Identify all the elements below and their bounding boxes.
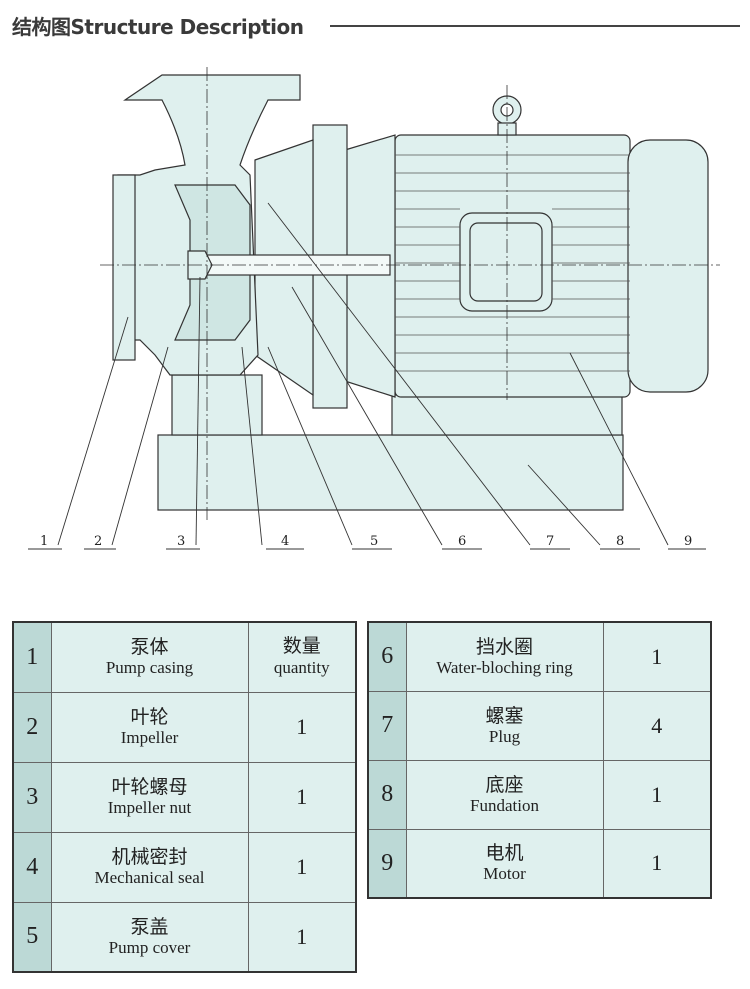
quantity-header-cn: 数量 [282,636,321,658]
callout-4: 4 [281,534,289,549]
part-name-en: Impeller [120,728,179,747]
part-name-en: Pump casing [105,658,194,678]
callout-9: 9 [684,534,692,549]
part-name-en: Mechanical seal [94,868,205,887]
part-quantity: 1 [247,691,357,763]
callout-2: 2 [94,534,102,549]
part-name-cn: 泵体 [130,636,169,659]
part-quantity: 1 [247,831,357,903]
part-name-cn: 底座 [485,773,524,796]
part-quantity: 1 [247,901,357,973]
motor-fan-cover [627,139,709,393]
part-number: 7 [367,690,407,761]
part-name-en: Water-bloching ring [436,657,573,677]
part-quantity: 1 [602,759,712,830]
part-quantity: 1 [247,761,357,833]
part-name-cn: 泵盖 [130,915,169,938]
pump-structure-diagram: 1 2 3 4 5 6 7 8 9 [28,67,720,550]
part-number: 1 [12,621,52,693]
motor-foot [391,394,623,436]
part-quantity: 1 [602,828,712,899]
page-title: 结构图Structure Description [12,14,304,39]
callout-7: 7 [546,534,554,549]
part-name-cn: 机械密封 [111,846,188,868]
part-number: 4 [12,831,52,903]
part-number: 5 [12,901,52,973]
header-rule [330,25,740,27]
part-name-en: Fundation [470,795,539,815]
part-name-cn: 叶轮 [130,706,169,728]
callout-6: 6 [458,534,466,549]
part-name-cn: 螺塞 [485,704,524,727]
part-quantity: 4 [602,690,712,761]
part-number: 2 [12,691,52,763]
section-header: 结构图Structure Description [12,8,304,42]
callout-5: 5 [370,534,378,549]
part-number: 9 [367,828,407,899]
base-frame [157,434,624,511]
motor-junction-box [459,212,553,312]
part-name-en: Pump cover [108,937,191,957]
part-name-cn: 挡水圈 [475,635,533,658]
part-number: 6 [367,621,407,692]
inlet-flange [112,174,136,361]
part-name-en: Motor [483,864,526,884]
callout-1: 1 [40,534,48,549]
part-name-cn: 电机 [485,842,524,865]
quantity-header-en: quantity [273,658,330,678]
pump-foot [171,374,263,436]
part-name-en: Impeller nut [107,798,192,817]
part-name-cn: 叶轮螺母 [111,776,188,798]
part-name-en: Plug [488,726,521,746]
callout-3: 3 [177,534,185,549]
callout-8: 8 [616,534,624,549]
part-number: 3 [12,761,52,833]
part-quantity: 1 [602,621,712,692]
part-number: 8 [367,759,407,830]
